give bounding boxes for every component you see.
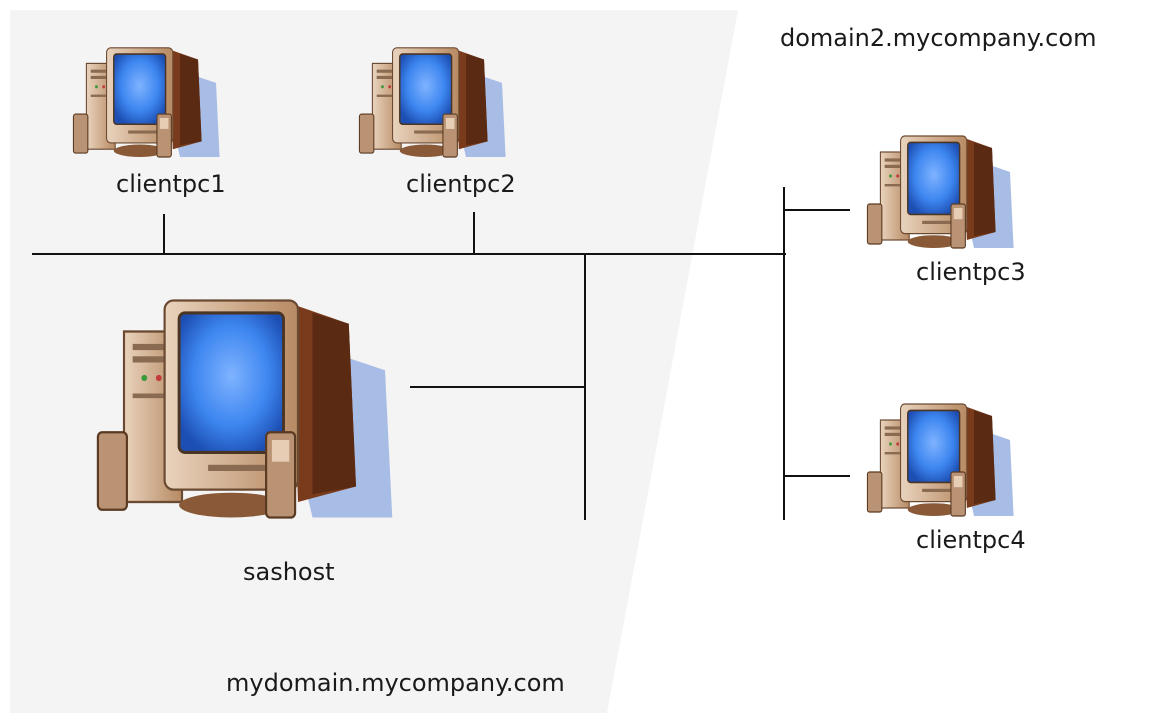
sashost-label: sashost	[243, 558, 335, 586]
clientpc3-computer-icon	[866, 135, 1015, 249]
clientpc4-computer-icon	[866, 403, 1015, 517]
mydomain-label: mydomain.mycompany.com	[226, 669, 565, 697]
domain-region-mydomain	[10, 10, 738, 713]
clientpc2-computer-icon	[358, 47, 507, 158]
clientpc3-label: clientpc3	[916, 258, 1026, 286]
clientpc2-label: clientpc2	[406, 170, 516, 198]
domain2-label: domain2.mycompany.com	[780, 24, 1097, 52]
clientpc4-label: clientpc4	[916, 526, 1026, 554]
clientpc1-computer-icon	[72, 47, 221, 158]
network-lines	[32, 187, 850, 520]
sashost-computer-icon	[96, 298, 394, 520]
clientpc1-label: clientpc1	[116, 170, 226, 198]
